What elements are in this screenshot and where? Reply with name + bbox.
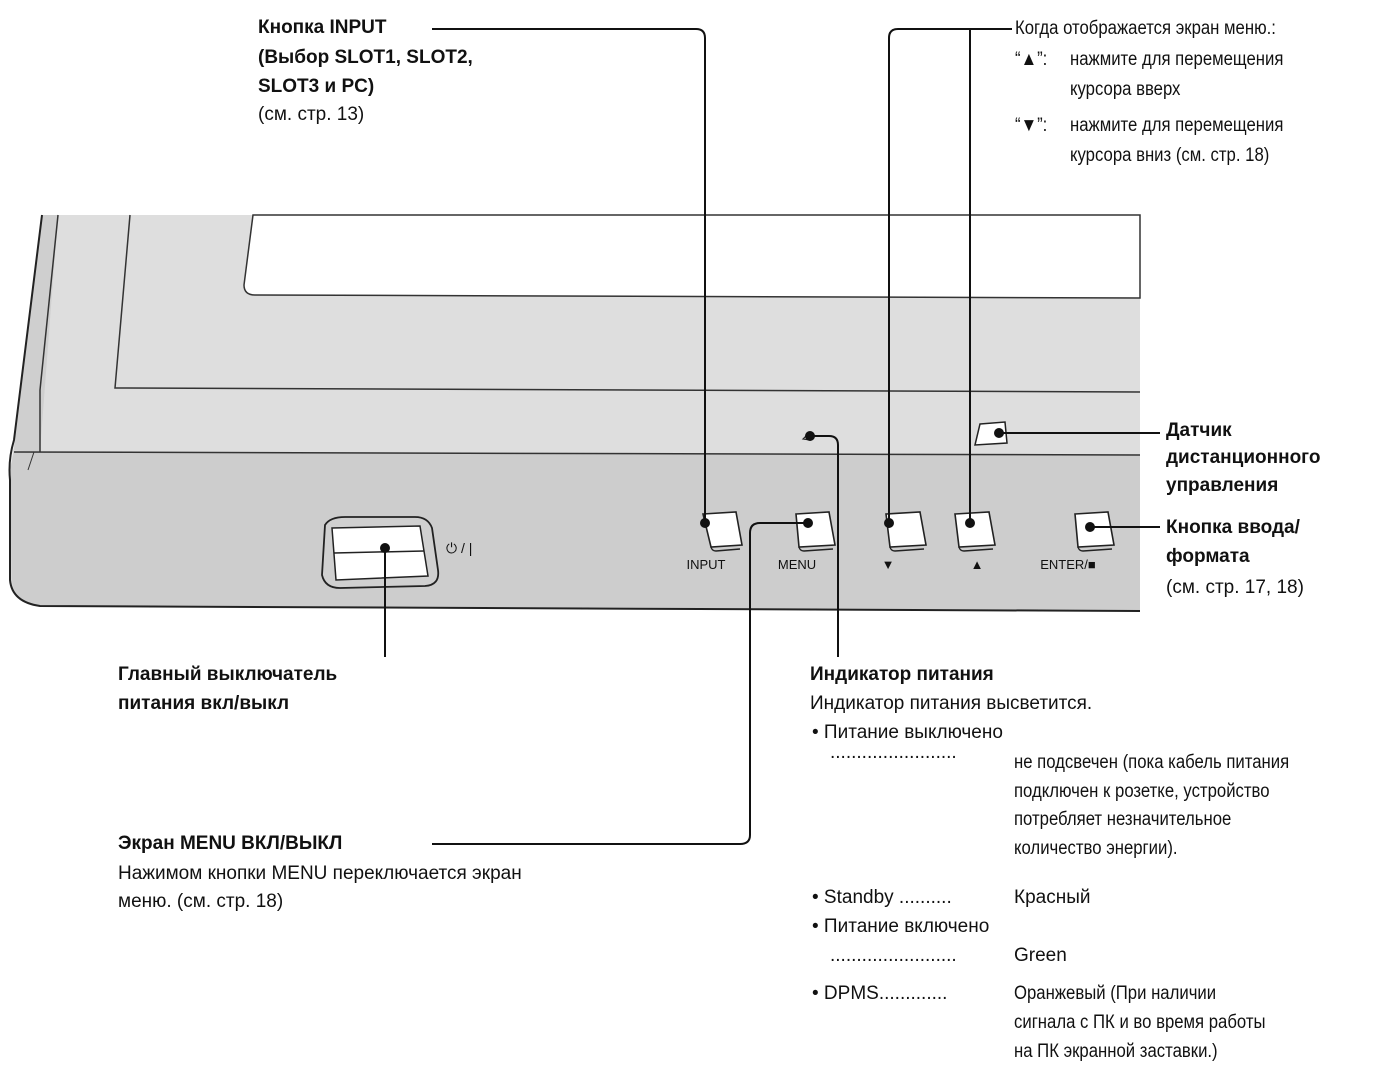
nav-callout-intro: Когда отображается экран меню.: <box>1015 18 1276 39</box>
power-off-text3: потребляет незначительное <box>1014 809 1232 830</box>
nav-callout-down-key: “▼”: <box>1015 115 1048 136</box>
power-switch[interactable] <box>321 516 440 589</box>
power-off-text4: количество энергии). <box>1014 838 1178 859</box>
nav-callout-down-text1: нажмите для перемещения <box>1070 115 1284 136</box>
enter-button[interactable] <box>1074 511 1115 552</box>
menu-callout-line3: меню. (см. стр. 18) <box>118 891 284 912</box>
nav-callout-up-text2: курсора вверх <box>1070 79 1181 100</box>
power-on-label: • Питание включено <box>812 916 990 937</box>
menu-button[interactable] <box>795 511 836 552</box>
input-callout-title: Кнопка INPUT <box>258 17 387 38</box>
power-switch-line1: Главный выключатель <box>118 664 338 685</box>
power-indicator-title: Индикатор питания <box>810 664 994 685</box>
input-callout-ref: (см. стр. 13) <box>258 104 365 125</box>
standby-label: • Standby .......... <box>812 887 952 908</box>
power-symbol-label: ⏻ / | <box>446 540 473 556</box>
enter-button-label: ENTER/■ <box>1040 557 1096 572</box>
nav-callout-up-key: “▲”: <box>1015 49 1048 70</box>
enter-callout-ref: (см. стр. 17, 18) <box>1166 577 1304 598</box>
display-panel <box>8 214 1141 612</box>
power-indicator-desc: Индикатор питания высветится. <box>810 693 1093 714</box>
input-callout-line3: SLOT3 и PC) <box>258 76 375 97</box>
menu-callout-line2: Нажимом кнопки MENU переключается экран <box>118 863 522 884</box>
enter-callout-line2: формата <box>1166 546 1250 567</box>
down-button-label: ▼ <box>881 557 895 572</box>
leader-lines <box>380 28 1160 845</box>
nav-callout-up-text1: нажмите для перемещения <box>1070 49 1284 70</box>
power-switch-line2: питания вкл/выкл <box>118 693 290 714</box>
up-button[interactable] <box>954 511 996 552</box>
up-button-label: ▲ <box>970 557 984 572</box>
power-off-label: • Питание выключено <box>812 722 1003 743</box>
dpms-text2: сигнала с ПК и во время работы <box>1014 1012 1266 1033</box>
input-button[interactable] <box>701 511 743 552</box>
power-off-dots: ........................ <box>830 742 957 763</box>
remote-sensor-line3: управления <box>1166 475 1279 496</box>
remote-sensor-line1: Датчик <box>1166 420 1232 441</box>
menu-button-label: MENU <box>777 557 817 572</box>
dpms-text1: Оранжевый (При наличии <box>1014 983 1217 1004</box>
input-button-label: INPUT <box>686 557 726 572</box>
standby-text: Красный <box>1014 887 1091 908</box>
enter-callout-line1: Кнопка ввода/ <box>1166 517 1300 538</box>
dpms-label: • DPMS............. <box>812 983 948 1004</box>
input-callout-line2: (Выбор SLOT1, SLOT2, <box>258 47 473 68</box>
power-off-text2: подключен к розетке, устройство <box>1014 781 1270 802</box>
remote-sensor-line2: дистанционного <box>1166 447 1321 468</box>
nav-callout-down-text2: курсора вниз (см. стр. 18) <box>1070 145 1270 166</box>
dpms-text3: на ПК экранной заставки.) <box>1014 1041 1218 1062</box>
menu-callout-title: Экран MENU ВКЛ/ВЫКЛ <box>118 833 343 854</box>
power-off-text1: не подсвечен (пока кабель питания <box>1014 752 1290 773</box>
remote-sensor <box>974 421 1008 446</box>
power-on-text: Green <box>1014 945 1067 966</box>
power-on-dots: ........................ <box>830 945 957 966</box>
down-button[interactable] <box>885 511 927 552</box>
